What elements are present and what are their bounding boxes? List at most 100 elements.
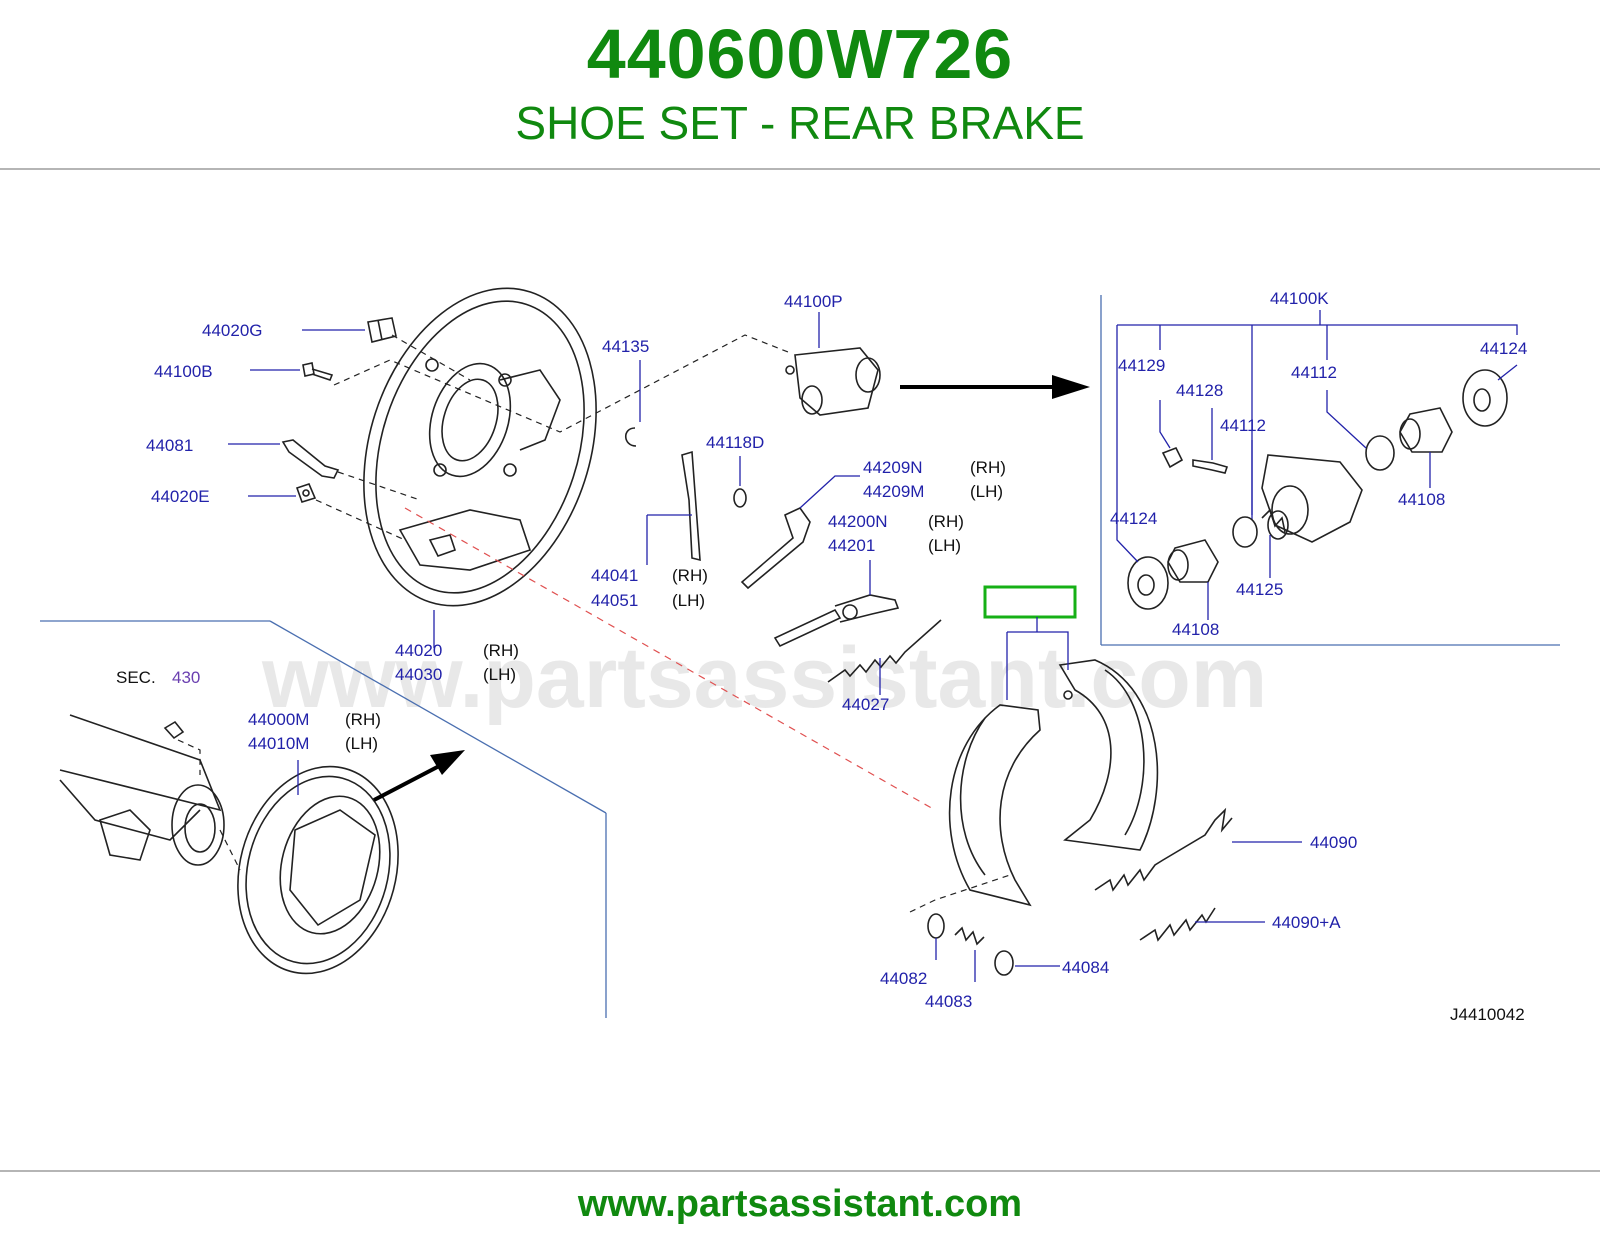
page-header: 440600W726 SHOE SET - REAR BRAKE xyxy=(0,0,1600,170)
callout-44027[interactable]: 44027 xyxy=(842,695,889,714)
callout-44125[interactable]: 44125 xyxy=(1236,580,1283,599)
callout-44209M[interactable]: 44209M xyxy=(863,482,924,501)
callout-44030-side: (LH) xyxy=(483,665,516,684)
callout-44082[interactable]: 44082 xyxy=(880,969,927,988)
part-number-title: 440600W726 xyxy=(586,15,1014,93)
wheel-cylinder-44100P xyxy=(785,347,881,416)
callout-44041-side: (RH) xyxy=(672,566,708,585)
callout-44124-top[interactable]: 44124 xyxy=(1480,339,1527,358)
callout-44020[interactable]: 44020 xyxy=(395,641,442,660)
arrow-diagonal-icon xyxy=(373,750,465,802)
callout-44128[interactable]: 44128 xyxy=(1176,381,1223,400)
frame-line-left-diagonal xyxy=(269,620,607,814)
callout-44209N-side: (RH) xyxy=(970,458,1006,477)
retainer-44082 xyxy=(927,913,945,939)
callout-44090A[interactable]: 44090+A xyxy=(1272,913,1341,932)
boot-44124-top xyxy=(1462,369,1508,427)
leader-44112-top xyxy=(1326,390,1367,449)
spring-44090 xyxy=(1094,807,1233,892)
adjuster-44200N xyxy=(773,594,900,648)
footer-website-link[interactable]: www.partsassistant.com xyxy=(577,1183,1023,1225)
callout-44118D[interactable]: 44118D xyxy=(706,433,764,452)
spring-44090A xyxy=(1139,907,1216,942)
callout-44100P[interactable]: 44100P xyxy=(784,292,843,311)
leader-44209N xyxy=(799,475,860,509)
callout-44010M[interactable]: 44010M xyxy=(248,734,309,753)
watermark: www.partsassistant.com xyxy=(261,630,1267,726)
callout-44051-side: (LH) xyxy=(672,591,705,610)
callout-44129[interactable]: 44129 xyxy=(1118,356,1165,375)
callout-44124-bottom[interactable]: 44124 xyxy=(1110,509,1157,528)
assembly-line-f xyxy=(177,739,201,775)
pin-44084 xyxy=(994,950,1014,976)
callout-44020-side: (RH) xyxy=(483,641,519,660)
plug-44020E xyxy=(295,483,317,503)
callout-44112-top[interactable]: 44112 xyxy=(1291,363,1337,382)
leader-44124-bottom xyxy=(1116,530,1139,563)
callout-44010M-side: (LH) xyxy=(345,734,378,753)
callout-44081[interactable]: 44081 xyxy=(146,436,193,455)
piston-44108-bottom xyxy=(1167,539,1219,583)
callout-44108-bottom[interactable]: 44108 xyxy=(1172,620,1219,639)
callout-44020G[interactable]: 44020G xyxy=(202,321,263,340)
clip-44135 xyxy=(624,427,637,447)
lever-44209N xyxy=(740,506,811,590)
callout-44100K[interactable]: 44100K xyxy=(1270,289,1329,308)
assembly-line-b xyxy=(333,334,789,433)
arrow-right-icon xyxy=(900,375,1090,399)
highlight-box-44060K xyxy=(983,585,1077,619)
parts-diagram: www.partsassistant.com xyxy=(40,287,1560,1024)
cup-44112-top xyxy=(1365,435,1395,471)
callout-44000M[interactable]: 44000M xyxy=(248,710,309,729)
leader-44124-top xyxy=(1497,364,1518,381)
leader-44100K-tree xyxy=(1116,310,1518,530)
part-description: SHOE SET - REAR BRAKE xyxy=(515,97,1085,149)
leader-44129 xyxy=(1159,400,1171,449)
lever-44041 xyxy=(681,450,701,562)
assembly-line-a xyxy=(391,334,471,381)
callout-44209N[interactable]: 44209N xyxy=(863,458,923,477)
callout-44083[interactable]: 44083 xyxy=(925,992,972,1011)
assembly-line-red xyxy=(404,507,936,811)
brake-assembly-44000M xyxy=(59,714,399,975)
backing-plate xyxy=(363,287,597,607)
callout-44020E[interactable]: 44020E xyxy=(151,487,210,506)
callout-44000M-side: (RH) xyxy=(345,710,381,729)
callout-44201-side: (LH) xyxy=(928,536,961,555)
footer-divider xyxy=(0,1170,1600,1172)
callout-44112-bottom[interactable]: 44112 xyxy=(1220,416,1266,435)
leader-44060K-right xyxy=(1007,631,1069,670)
piston-44108-top xyxy=(1399,407,1453,453)
callout-44209M-side: (LH) xyxy=(970,482,1003,501)
washer-44118D xyxy=(733,488,747,508)
spring-44083 xyxy=(954,926,985,946)
sec-number-link[interactable]: 430 xyxy=(172,668,200,687)
sec-label: SEC. xyxy=(116,668,156,687)
spring-44125 xyxy=(1261,508,1286,533)
brake-shoe-set-44060K xyxy=(948,659,1159,907)
cylinder-body-44100K xyxy=(1261,454,1363,543)
cap-44129 xyxy=(1161,446,1184,469)
header-divider xyxy=(0,168,1600,170)
callout-44041[interactable]: 44041 xyxy=(591,566,638,585)
callout-44200N[interactable]: 44200N xyxy=(828,512,888,531)
assembly-line-c xyxy=(337,471,421,501)
callout-44090[interactable]: 44090 xyxy=(1310,833,1357,852)
bleeder-44081 xyxy=(281,439,340,479)
callout-44135[interactable]: 44135 xyxy=(602,337,649,356)
callout-44108-top[interactable]: 44108 xyxy=(1398,490,1445,509)
callout-44100B[interactable]: 44100B xyxy=(154,362,213,381)
callout-44200N-side: (RH) xyxy=(928,512,964,531)
plug-44020G xyxy=(367,317,397,343)
callout-44030[interactable]: 44030 xyxy=(395,665,442,684)
assembly-line-e xyxy=(909,874,1011,913)
callout-44051[interactable]: 44051 xyxy=(591,591,638,610)
spring-44027 xyxy=(827,619,942,683)
cup-44112-bottom xyxy=(1232,516,1258,548)
bolt-44100B xyxy=(302,362,334,381)
callout-44084[interactable]: 44084 xyxy=(1062,958,1109,977)
callout-44201[interactable]: 44201 xyxy=(828,536,875,555)
assembly-line-g xyxy=(219,829,241,871)
bleeder-44128 xyxy=(1192,459,1229,474)
boot-44124-bottom xyxy=(1127,556,1169,610)
